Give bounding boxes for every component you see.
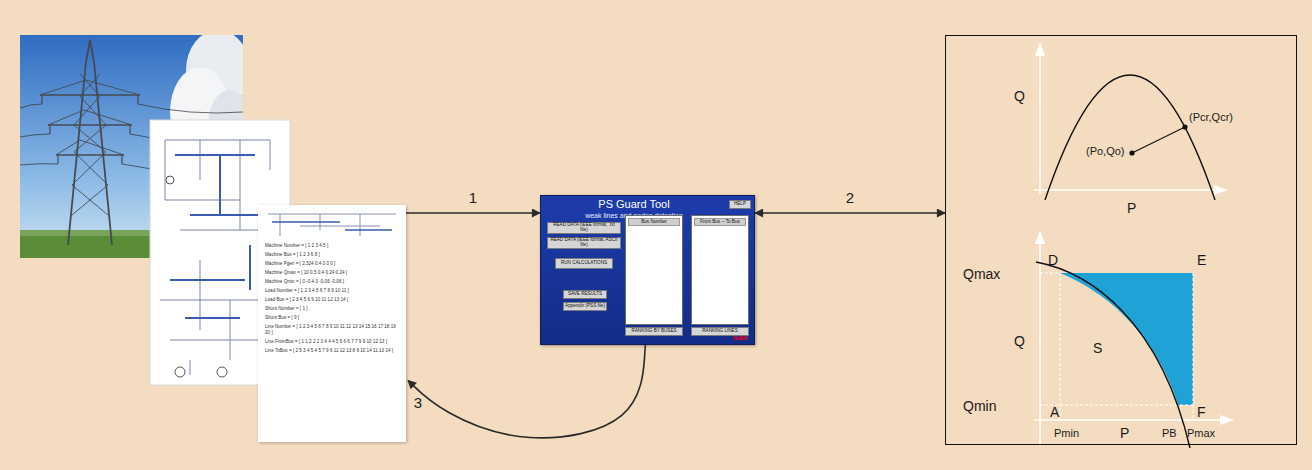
step-number: 1 bbox=[469, 190, 477, 205]
button-label: READ DATA (IEEE format, ASCII file) bbox=[549, 238, 619, 248]
document-text: Shunt Number = [ 1 ] bbox=[265, 306, 399, 312]
axis-label: Pmax bbox=[1187, 428, 1215, 439]
operating-region-chart bbox=[1035, 230, 1045, 244]
corner-label: A bbox=[1050, 405, 1059, 419]
operating-region-chart bbox=[1034, 419, 1228, 421]
document-text: Machine Qmax = [ 10 0.5 0.4 0.24 0.24 ] bbox=[265, 270, 399, 276]
document-text: Line ToBus = [ 2 5 3 4 5 4 5 7 9 6 11 12… bbox=[265, 348, 399, 354]
button-label: SAVE RESULTS bbox=[568, 292, 602, 297]
document-text: Line FromBus = [ 1 1 2 2 2 3 4 4 4 5 6 6… bbox=[265, 339, 399, 345]
sheet-schematic-fragment bbox=[268, 214, 396, 236]
region-label: S bbox=[1093, 341, 1102, 355]
software-window: PS Guard Toolweak lines and nodes detect… bbox=[540, 195, 755, 345]
button-label: Appendix (PSS file) bbox=[565, 304, 605, 309]
step-number: 3 bbox=[414, 395, 422, 410]
button-label: RANKING BY BUSES bbox=[631, 329, 676, 334]
axis-label: Q bbox=[1014, 89, 1025, 103]
flow-arrow bbox=[408, 345, 645, 438]
axis-label: Qmax bbox=[963, 267, 1000, 281]
button-label: READ DATA (IEEE format, .txt file) bbox=[549, 223, 619, 233]
flow-arrow bbox=[755, 212, 945, 214]
operating-region-chart bbox=[1060, 273, 1193, 405]
pylon bbox=[68, 40, 112, 245]
corner-label: F bbox=[1197, 405, 1206, 419]
pylon bbox=[40, 80, 140, 155]
list-header: From Bus -- To Bus bbox=[694, 218, 746, 226]
ui-button: HELP bbox=[729, 200, 751, 209]
axis-label: P bbox=[1127, 201, 1136, 215]
document-text: Machine Qmin = [ 0 -0.4 0 -0.06 -0.06 ] bbox=[265, 279, 399, 285]
operating-region-chart bbox=[1039, 236, 1041, 445]
axis-label: Qmin bbox=[963, 399, 996, 413]
list-box: From Bus -- To Bus bbox=[691, 215, 749, 325]
network-schematic-sheet bbox=[217, 367, 227, 377]
ui-button: READ DATA (IEEE format, ASCII file) bbox=[547, 237, 621, 249]
pv-curve-chart bbox=[1039, 48, 1041, 194]
button-label: RANKING LINES bbox=[702, 329, 737, 334]
pv-curve-chart bbox=[1034, 189, 1222, 191]
point-label: (Po,Qo) bbox=[1086, 146, 1125, 157]
ui-button: RANKING BY BUSES bbox=[625, 327, 683, 336]
ui-button: READ DATA (IEEE format, .txt file) bbox=[547, 222, 621, 234]
document-text: Line Number = [ 1 2 3 4 5 6 7 8 9 10 11 … bbox=[265, 324, 399, 335]
ui-button: RUN CALCULATIONS bbox=[555, 258, 613, 269]
document-text: Machine Number = [ 1 2 3 4 5 ] bbox=[265, 243, 399, 249]
flow-arrow bbox=[406, 212, 540, 214]
window-title: PS Guard Tool bbox=[541, 199, 727, 210]
sheet-schematic-fragment bbox=[272, 222, 392, 230]
chart-panel: QP(Po,Qo)(Pcr,Qcr)QmaxQQminDESAFPminPPBP… bbox=[945, 35, 1297, 445]
operating-region-chart bbox=[1034, 230, 1234, 448]
network-schematic-sheet bbox=[170, 155, 265, 318]
operating-region-chart bbox=[1220, 415, 1234, 425]
pv-curve-chart bbox=[1035, 42, 1045, 56]
button-label: RUN CALCULATIONS bbox=[561, 261, 607, 266]
data-document: Machine Number = [ 1 2 3 4 5 ] Machine Bu… bbox=[258, 205, 406, 442]
step-number: 2 bbox=[846, 190, 854, 205]
corner-label: D bbox=[1048, 253, 1058, 267]
document-text: Load Bus = [ 2 3 4 5 6 9 10 11 12 13 14 … bbox=[265, 297, 399, 303]
document-text: Machine Bus = [ 1 2 3 6 8 ] bbox=[265, 252, 399, 258]
button-label: HELP bbox=[734, 202, 746, 207]
pv-curve-chart bbox=[1182, 124, 1187, 129]
document-text: Load Number = [ 1 2 3 4 5 6 7 8 9 10 11 … bbox=[265, 288, 399, 294]
pv-curve-chart bbox=[1045, 75, 1215, 200]
ui-button: RANKING LINES bbox=[691, 327, 749, 336]
axis-label: Q bbox=[1014, 334, 1025, 348]
pv-curve-chart bbox=[1129, 150, 1134, 155]
pylon bbox=[42, 95, 138, 164]
sheet-schematic-fragment bbox=[268, 214, 396, 236]
axis-label: PB bbox=[1162, 428, 1177, 439]
operating-region-chart bbox=[1040, 273, 1193, 420]
list-box: Bus Number bbox=[625, 215, 683, 325]
operating-region-chart bbox=[1036, 262, 1190, 448]
list-header: Bus Number bbox=[628, 218, 680, 226]
axis-label: P bbox=[1120, 426, 1129, 440]
axis-label: Pmin bbox=[1054, 428, 1079, 439]
point-label: (Pcr,Qcr) bbox=[1189, 112, 1233, 123]
document-text: Shunt Bus = [ 9 ] bbox=[265, 315, 399, 321]
network-schematic-sheet bbox=[175, 367, 185, 377]
pv-curve-chart bbox=[1214, 185, 1228, 195]
pylon bbox=[40, 95, 140, 155]
ui-button: Appendix (PSS file) bbox=[563, 302, 607, 311]
document-text: Machine Pgen = [ 2.324 0.4 0 0 0 ] bbox=[265, 261, 399, 267]
pv-curve-chart bbox=[1132, 127, 1185, 153]
ui-button: SAVE RESULTS bbox=[563, 290, 607, 299]
pylon bbox=[72, 74, 108, 215]
corner-label: E bbox=[1197, 253, 1206, 267]
network-schematic-sheet bbox=[166, 176, 174, 184]
